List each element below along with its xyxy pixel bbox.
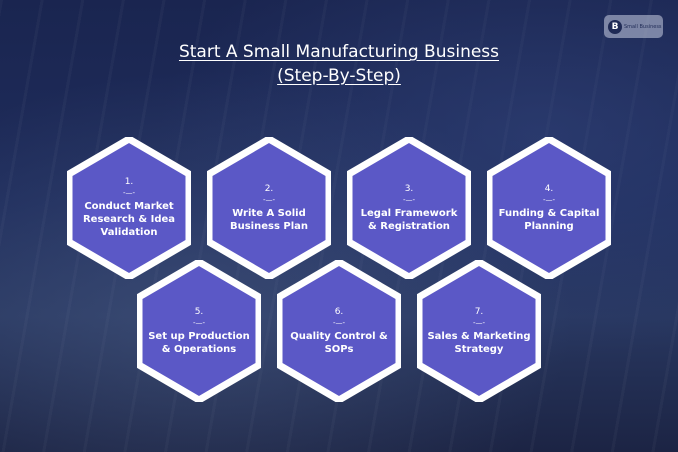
- hexagon-shape: [277, 260, 401, 402]
- step-number: 6.: [334, 306, 344, 317]
- step-divider: -—-: [402, 195, 416, 204]
- step-label: Set up Production & Operations: [148, 330, 250, 355]
- step-divider: -—-: [122, 189, 136, 197]
- page-title: Start A Small Manufacturing Business (St…: [0, 40, 678, 88]
- step-number: 5.: [194, 306, 204, 317]
- step-hexagon-7: 7. -—- Sales & Marketing Strategy: [417, 260, 541, 402]
- logo-mark-icon: B: [608, 19, 622, 34]
- step-hexagon-6: 6. -—- Quality Control & SOPs: [277, 260, 401, 402]
- hexagon-shape: [417, 260, 541, 402]
- brand-logo: B Small Business: [604, 15, 663, 38]
- step-number: 4.: [544, 183, 554, 194]
- step-divider: -—-: [262, 195, 276, 204]
- step-divider: -—-: [332, 318, 346, 327]
- step-label: Quality Control & SOPs: [290, 330, 388, 355]
- hexagon-shape: [137, 260, 261, 402]
- step-divider: -—-: [542, 195, 556, 204]
- step-label: Legal Framework & Registration: [360, 207, 458, 232]
- step-number: 3.: [404, 183, 414, 194]
- step-label: Funding & Capital Planning: [498, 207, 600, 232]
- step-hexagon-4: 4. -—- Funding & Capital Planning: [487, 137, 611, 279]
- hexagon-shape: [347, 137, 471, 279]
- step-number: 7.: [474, 306, 484, 317]
- hexagon-shape: [487, 137, 611, 279]
- title-line-1: Start A Small Manufacturing Business: [178, 42, 500, 62]
- step-label: Sales & Marketing Strategy: [427, 330, 531, 355]
- step-label: Conduct Market Research & Idea Validatio…: [82, 201, 176, 238]
- hexagon-shape: [67, 137, 191, 279]
- title-line-2: (Step-By-Step): [277, 66, 401, 86]
- step-hexagon-3: 3. -—- Legal Framework & Registration: [347, 137, 471, 279]
- step-divider: -—-: [192, 318, 206, 327]
- step-hexagon-2: 2. -—- Write A Solid Business Plan: [207, 137, 331, 279]
- hexagon-shape: [207, 137, 331, 279]
- step-divider: -—-: [472, 318, 486, 327]
- step-hexagon-5: 5. -—- Set up Production & Operations: [137, 260, 261, 402]
- step-hexagon-1: 1. -—- Conduct Market Research & Idea Va…: [67, 137, 191, 279]
- step-number: 2.: [264, 183, 274, 194]
- step-label: Write A Solid Business Plan: [229, 207, 309, 232]
- logo-text: Small Business: [624, 23, 662, 30]
- step-number: 1.: [124, 177, 134, 187]
